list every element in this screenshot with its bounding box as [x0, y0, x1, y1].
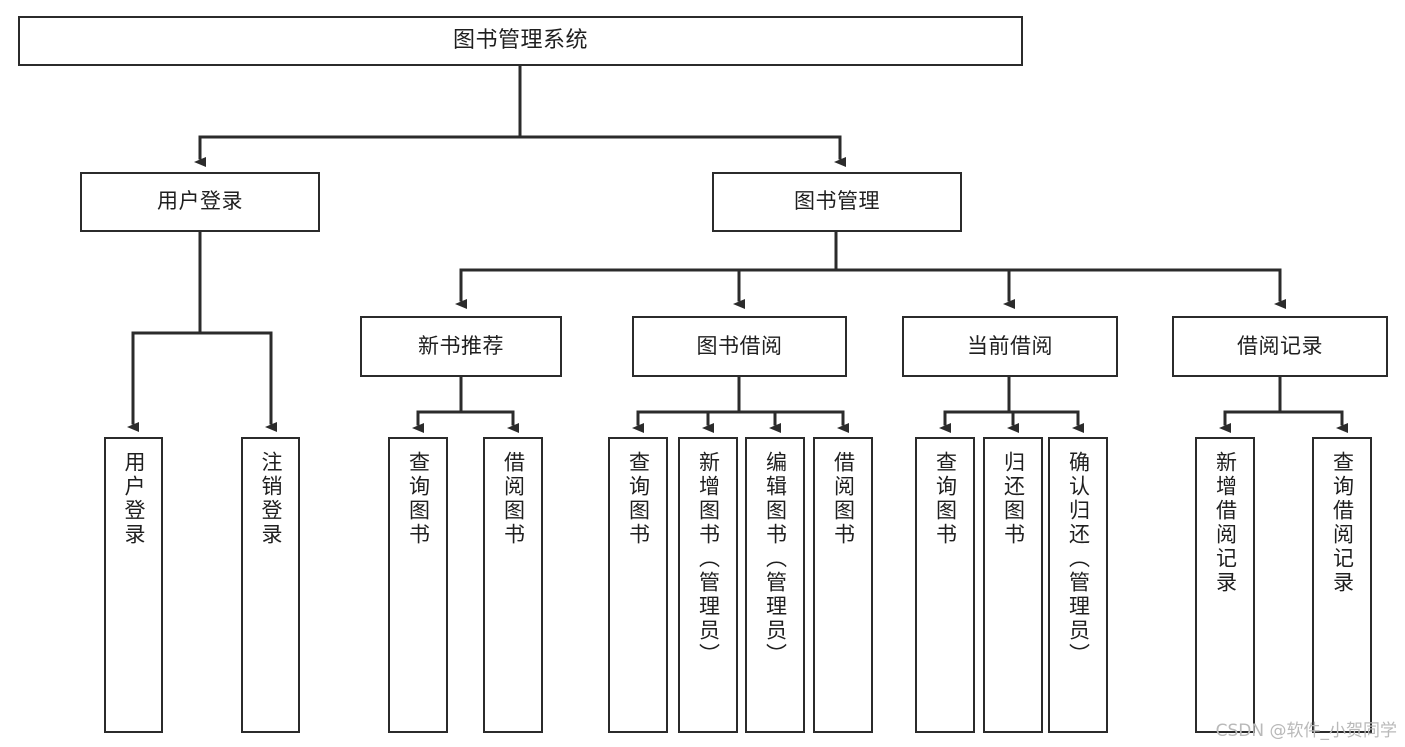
- node-label: 查询图书: [933, 451, 958, 547]
- csdn-watermark: CSDN @软件_小贺同学: [1215, 721, 1397, 741]
- node-label: 编辑图书（管理员）: [763, 451, 788, 667]
- node-label: 查询图书: [406, 451, 431, 547]
- node-root-book-management-system[interactable]: 图书管理系统: [18, 16, 1023, 66]
- leaf-edit-book-admin[interactable]: 编辑图书（管理员）: [745, 437, 805, 733]
- node-user-login[interactable]: 用户登录: [80, 172, 320, 232]
- node-label: 用户登录: [122, 451, 146, 547]
- leaf-borrow-book-recommend[interactable]: 借阅图书: [483, 437, 543, 733]
- node-label: 注销登录: [259, 451, 283, 547]
- leaf-query-borrow-record[interactable]: 查询借阅记录: [1312, 437, 1372, 733]
- leaf-add-book-admin[interactable]: 新增图书（管理员）: [678, 437, 738, 733]
- node-label: 借阅图书: [501, 451, 526, 547]
- node-label: 图书借阅: [696, 333, 783, 358]
- leaf-query-book-recommend[interactable]: 查询图书: [388, 437, 448, 733]
- node-label: 新增借阅记录: [1213, 451, 1238, 595]
- node-current-borrowing[interactable]: 当前借阅: [902, 316, 1118, 377]
- node-label: 图书管理系统: [452, 27, 588, 53]
- node-label: 用户登录: [157, 189, 243, 214]
- leaf-confirm-return-admin[interactable]: 确认归还（管理员）: [1048, 437, 1108, 733]
- node-label: 图书管理: [794, 189, 880, 214]
- node-label: 查询图书: [626, 451, 651, 547]
- leaf-user-login[interactable]: 用户登录: [104, 437, 163, 733]
- leaf-query-book-borrow[interactable]: 查询图书: [608, 437, 668, 733]
- node-label: 借阅记录: [1237, 333, 1323, 358]
- leaf-query-book-current[interactable]: 查询图书: [915, 437, 975, 733]
- node-label: 当前借阅: [967, 333, 1053, 358]
- node-book-borrowing[interactable]: 图书借阅: [632, 316, 847, 377]
- node-label: 借阅图书: [831, 451, 856, 547]
- leaf-return-book[interactable]: 归还图书: [983, 437, 1043, 733]
- node-borrow-records[interactable]: 借阅记录: [1172, 316, 1388, 377]
- node-label: 确认归还（管理员）: [1066, 451, 1091, 667]
- node-label: 归还图书: [1001, 451, 1026, 547]
- node-new-book-recommendation[interactable]: 新书推荐: [360, 316, 562, 377]
- node-book-management[interactable]: 图书管理: [712, 172, 962, 232]
- leaf-add-borrow-record[interactable]: 新增借阅记录: [1195, 437, 1255, 733]
- node-label: 查询借阅记录: [1330, 451, 1355, 595]
- leaf-borrow-book[interactable]: 借阅图书: [813, 437, 873, 733]
- node-label: 新增图书（管理员）: [696, 451, 721, 667]
- node-label: 新书推荐: [418, 333, 504, 358]
- leaf-logout[interactable]: 注销登录: [241, 437, 300, 733]
